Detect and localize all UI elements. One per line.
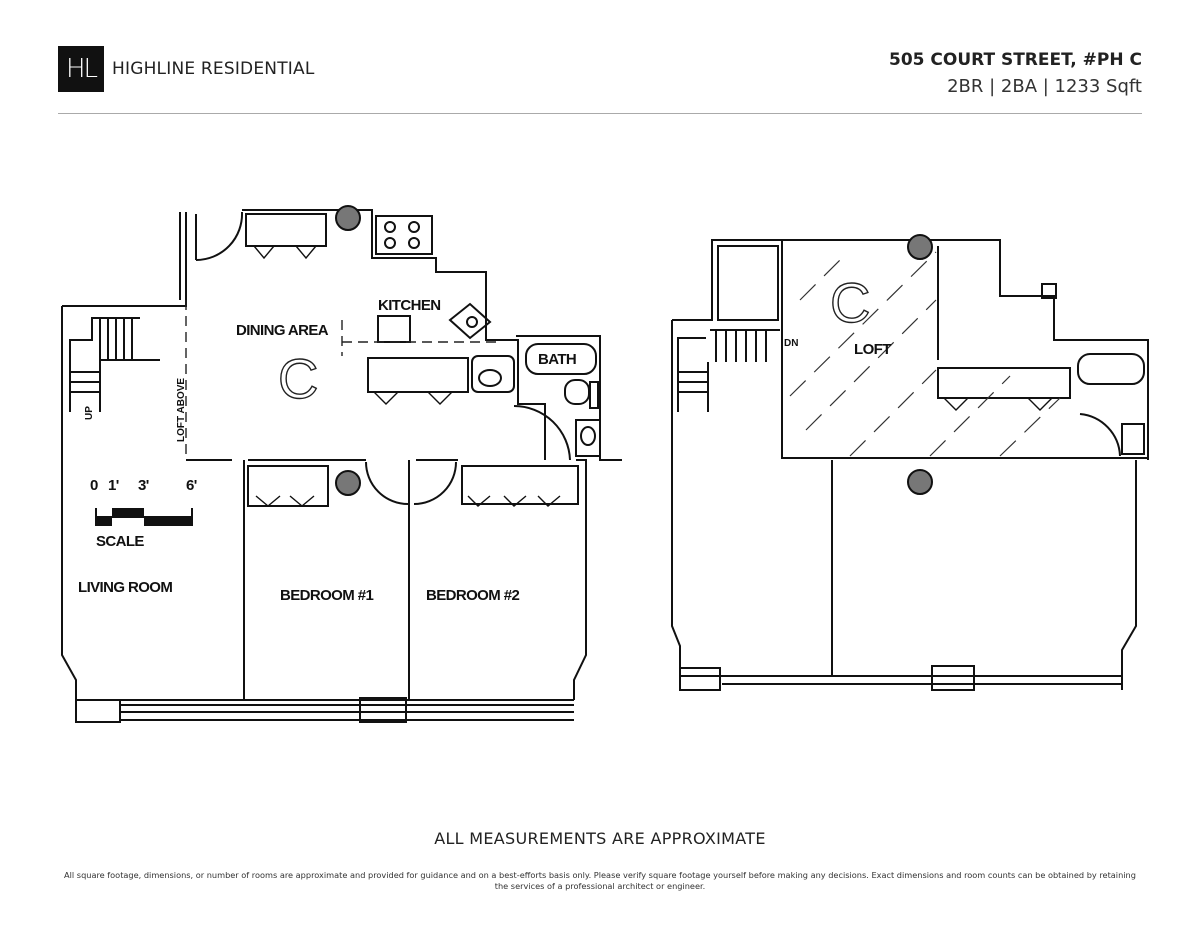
approx-notice: ALL MEASUREMENTS ARE APPROXIMATE	[434, 829, 766, 848]
room-label-kitchen: KITCHEN	[378, 297, 440, 314]
stair-down-label: DN	[784, 338, 798, 349]
header-divider	[58, 113, 1142, 114]
loft-walls	[671, 239, 1149, 691]
scale-tick-3: 3'	[138, 477, 149, 494]
loft-above-dashed	[185, 300, 500, 456]
scale-tick-0: 0	[90, 477, 98, 494]
unit-letter-loft: C	[830, 271, 870, 334]
room-label-bedroom-1: BEDROOM #1	[280, 587, 373, 604]
scale-bar: 0 1' 3' 6' SCALE	[90, 477, 197, 550]
scale-tick-6: 6'	[186, 477, 197, 494]
room-label-bedroom-2: BEDROOM #2	[426, 587, 519, 604]
main-floor-walls	[61, 209, 622, 723]
listing-address: 505 COURT STREET, #PH C	[888, 50, 1142, 70]
brand-logo: HL	[58, 46, 104, 92]
scale-tick-1: 1'	[108, 477, 119, 494]
disclaimer-text: All square footage, dimensions, or numbe…	[64, 870, 1136, 891]
room-label-bath: BATH	[538, 351, 576, 368]
brand-logo-mark: HL	[65, 54, 98, 84]
brand-name: HIGHLINE RESIDENTIAL	[112, 59, 315, 79]
listing-specs: 2BR | 2BA | 1233 Sqft	[947, 76, 1142, 97]
structural-columns	[335, 205, 933, 496]
loft-above-label: LOFT ABOVE	[176, 378, 187, 442]
scale-label: SCALE	[96, 533, 144, 550]
loft-hatching	[789, 251, 1061, 457]
room-label-dining: DINING AREA	[236, 322, 329, 339]
room-label-loft: LOFT	[854, 341, 891, 358]
unit-letter-main: C	[278, 347, 318, 410]
room-label-living: LIVING ROOM	[78, 579, 172, 596]
stair-up-label: UP	[84, 406, 95, 420]
wardrobe-doors	[253, 245, 1053, 507]
